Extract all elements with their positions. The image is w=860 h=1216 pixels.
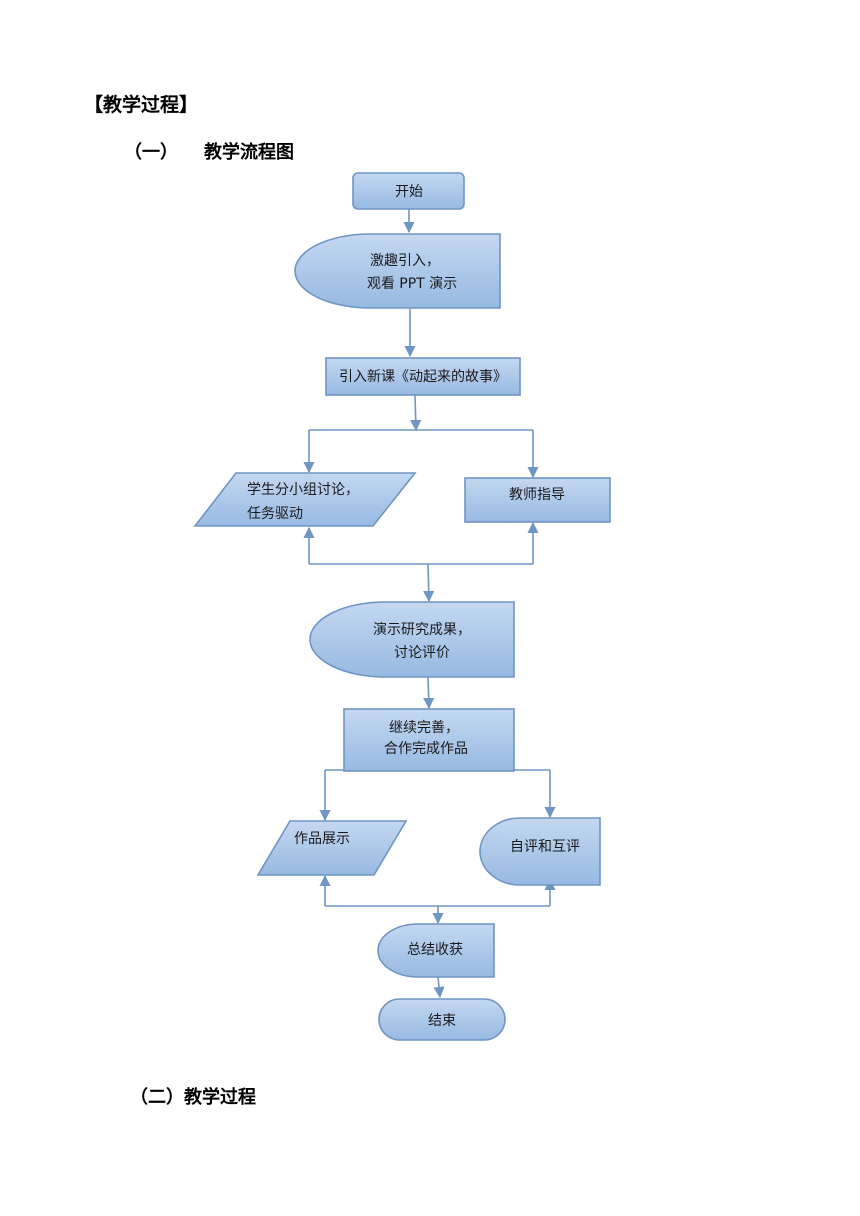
subsection-title-1: （一） 教学流程图 [124,138,294,164]
connector-merge-present [423,563,435,603]
node-start-label: 开始 [395,184,423,200]
node-present-label-line2: 讨论评价 [394,645,450,661]
connector-newlesson-split [410,394,422,432]
connector-present-continue [423,676,435,710]
node-group-discussion-shape [193,472,417,527]
node-group-discussion-label-line2: 任务驱动 [247,506,303,522]
node-intro-label-line1: 激趣引入， [370,252,440,269]
node-teacher-guide-shape [464,477,611,523]
node-work-display-shape [256,820,408,876]
node-summary-label: 总结收获 [407,942,463,958]
node-intro-label-line2: 观看 PPT 演示 [367,276,457,292]
node-present-shape [309,601,515,678]
node-continue-shape [343,708,515,772]
node-labels: 开始 激趣引入， 观看 PPT 演示 引入新课《动起来的故事》 学生分小组讨论，… [247,184,580,1029]
nodes [193,172,611,1041]
subsection-label: 教学流程图 [204,142,294,163]
node-self-peer-label: 自评和互评 [510,839,580,855]
node-group-discussion-label-line1: 学生分小组讨论， [247,482,359,498]
node-continue-label-line1: 继续完善， [389,719,459,736]
node-self-peer-shape [479,817,601,886]
node-intro-shape [294,233,501,309]
node-teacher-guide-label: 教师指导 [509,487,565,503]
node-continue-label-line2: 合作完成作品 [384,741,468,757]
node-work-display-label: 作品展示 [294,831,350,847]
node-start-shape [352,172,465,210]
node-present-label-line1: 演示研究成果， [373,622,471,638]
node-end-shape [378,998,506,1041]
node-end-label: 结束 [428,1013,456,1029]
section-title: 【教学过程】 [84,94,199,116]
subsection-title-2: （二）教学过程 [130,1087,256,1108]
connectors [303,209,556,999]
subsection-number: （一） [124,142,178,163]
node-newlesson-shape [325,357,521,396]
node-newlesson-label: 引入新课《动起来的故事》 [339,369,507,385]
node-summary-shape [377,923,495,978]
connector-summary-end [433,976,445,999]
